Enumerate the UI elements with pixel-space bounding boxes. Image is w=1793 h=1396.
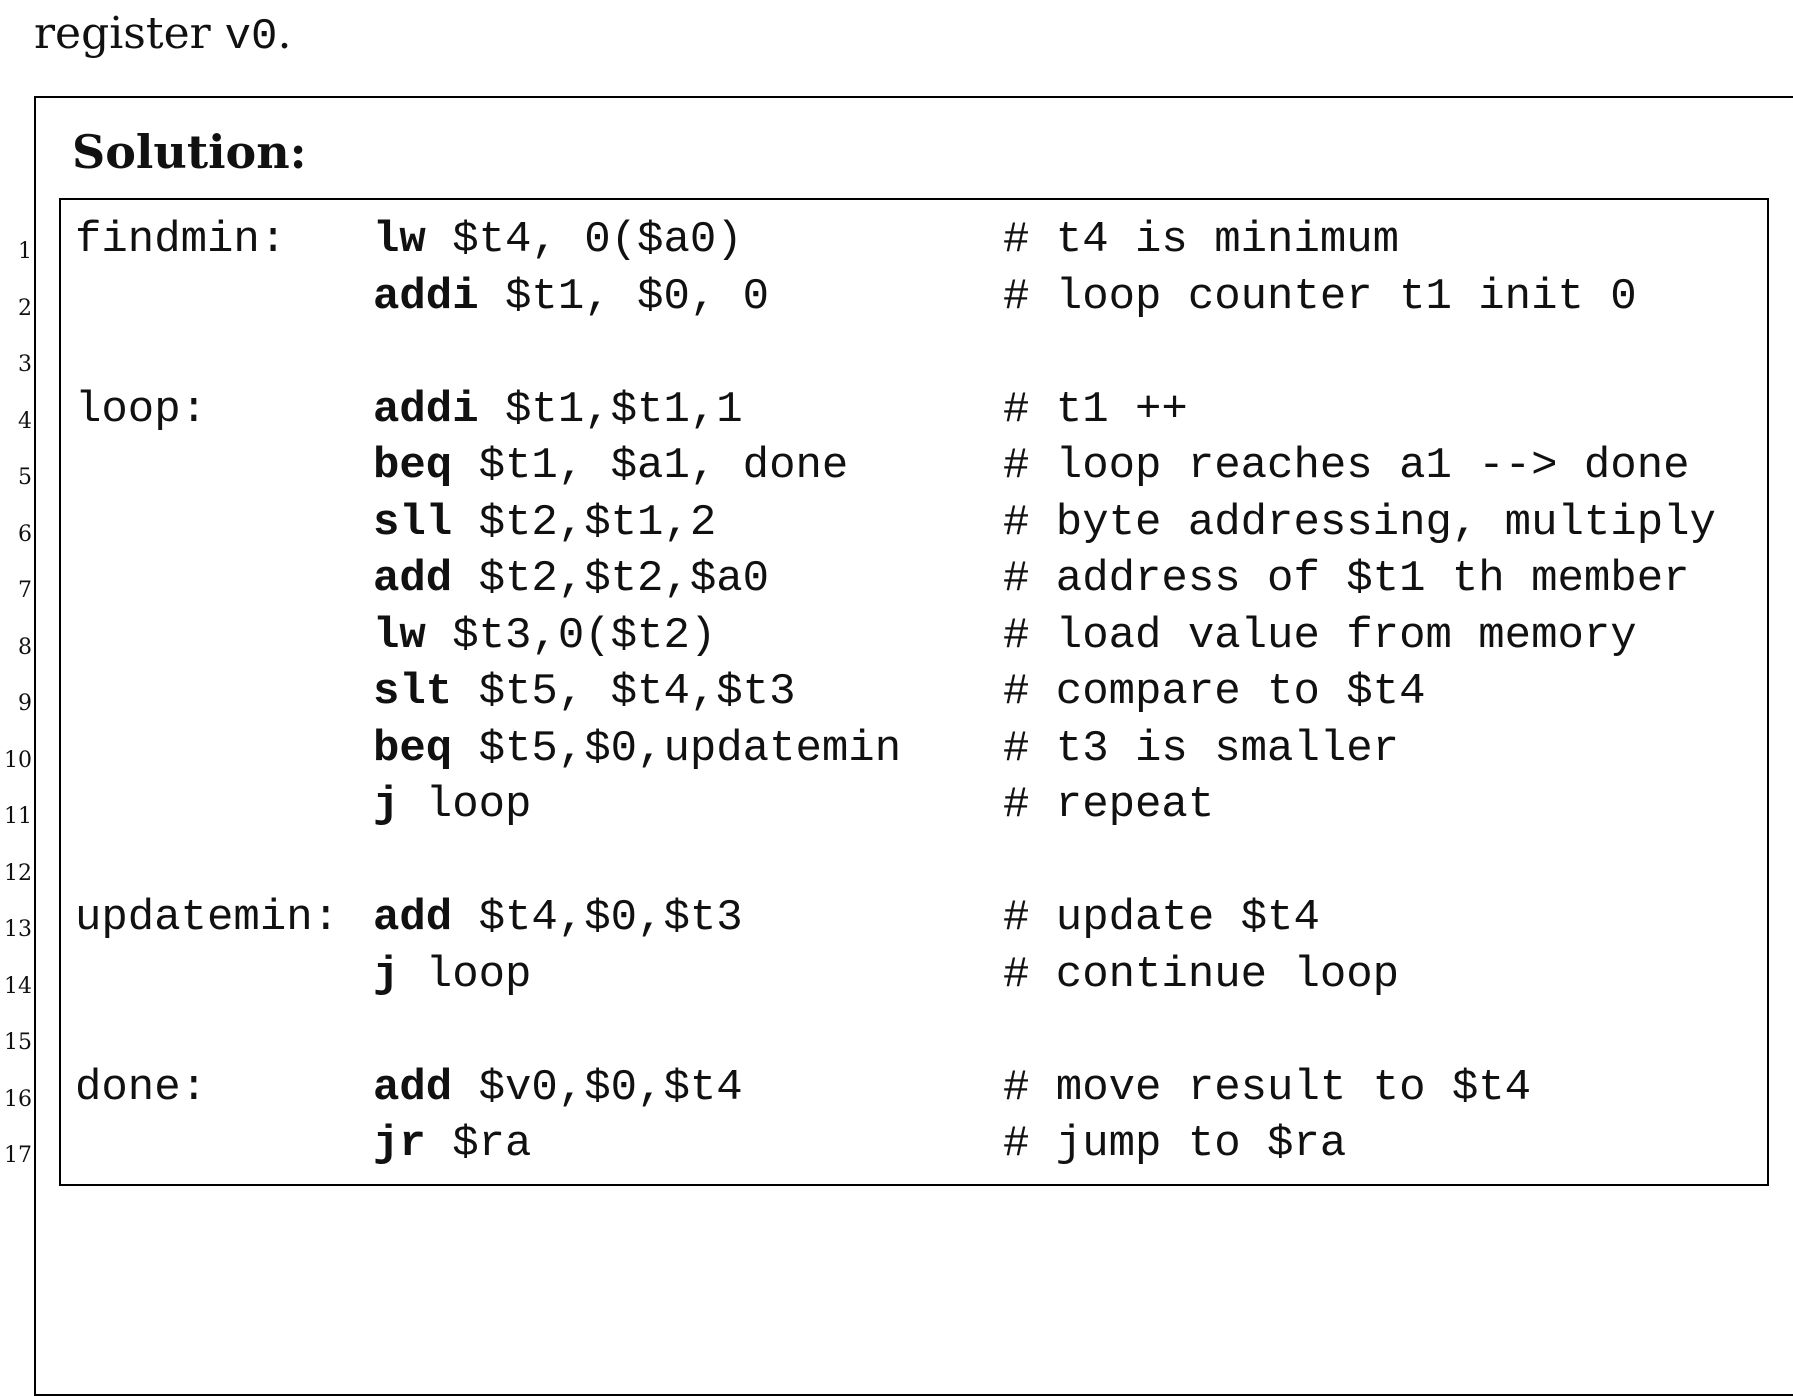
code-instruction: j loop	[373, 947, 531, 1004]
code-instruction: lw $t4, 0($a0)	[373, 212, 743, 269]
code-opcode: add	[373, 554, 453, 604]
code-comment: # address of $t1 th member	[1003, 554, 1690, 604]
code-instruction: addi $t1, $0, 0	[373, 269, 769, 326]
code-label: done:	[75, 1062, 208, 1113]
code-operands: $ra	[425, 1119, 532, 1169]
code-opcode: j	[373, 949, 400, 1000]
code-comment: # loop counter t1 init 0	[1003, 271, 1637, 322]
code-comment: # update $t4	[1003, 893, 1320, 943]
code-operands: $t1, $0, 0	[478, 271, 770, 322]
code-operands: $t1,$t1,1	[478, 384, 743, 435]
code-operands: $t4, 0($a0)	[425, 215, 743, 265]
code-label: updatemin:	[75, 893, 340, 943]
code-instruction: beq $t1, $a1, done	[373, 438, 848, 495]
line-number: 11	[4, 804, 32, 829]
line-number: 5	[18, 465, 32, 490]
line-number: 4	[18, 408, 32, 434]
code-opcode: slt	[373, 667, 453, 717]
code-comment: # load value from memory	[1003, 610, 1637, 661]
code-opcode: beq	[373, 723, 453, 774]
code-label: loop:	[75, 384, 208, 435]
line-number: 14	[4, 973, 32, 999]
line-number: 13	[4, 917, 32, 942]
line-number: 9	[18, 691, 32, 716]
code-comment: # continue loop	[1003, 949, 1400, 1000]
intro-prefix: register	[34, 8, 225, 59]
code-instruction: add $t4,$0,$t3	[373, 890, 743, 947]
code-instruction: add $t2,$t2,$a0	[373, 551, 769, 608]
intro-suffix: .	[277, 8, 292, 59]
code-operands: $t5, $t4,$t3	[452, 667, 796, 717]
line-number: 17	[4, 1143, 32, 1168]
code-comment: # compare to $t4	[1003, 667, 1426, 717]
code-opcode: add	[373, 893, 453, 943]
code-instruction: sll $t2,$t1,2	[373, 495, 716, 552]
line-number: 8	[18, 634, 32, 660]
line-number: 15	[4, 1030, 32, 1055]
code-instruction: beq $t5,$0,updatemin	[373, 721, 901, 778]
code-comment: # byte addressing, multiply	[1003, 497, 1716, 548]
code-comment: # move result to $t4	[1003, 1062, 1532, 1113]
code-comment: # repeat	[1003, 780, 1215, 830]
intro-text: register v0.	[34, 4, 291, 67]
code-opcode: addi	[373, 384, 479, 435]
code-instruction: jr $ra	[373, 1116, 531, 1173]
code-operands: $v0,$0,$t4	[452, 1062, 743, 1113]
code-operands: $t2,$t1,2	[452, 497, 717, 548]
code-operands: $t2,$t2,$a0	[452, 554, 770, 604]
code-operands: $t4,$0,$t3	[452, 893, 743, 943]
code-opcode: sll	[373, 497, 453, 548]
code-instruction: lw $t3,0($t2)	[373, 608, 716, 665]
line-number: 6	[18, 521, 32, 547]
code-comment: # t4 is minimum	[1003, 215, 1400, 265]
line-number: 1	[18, 239, 32, 264]
solution-title: Solution:	[72, 125, 307, 179]
code-opcode: lw	[373, 610, 426, 661]
code-operands: $t5,$0,updatemin	[452, 723, 902, 774]
code-comment: # loop reaches a1 --> done	[1003, 441, 1690, 491]
code-instruction: add $v0,$0,$t4	[373, 1060, 743, 1117]
code-opcode: lw	[373, 215, 426, 265]
code-instruction: slt $t5, $t4,$t3	[373, 664, 795, 721]
line-number: 7	[18, 578, 32, 603]
code-operands: loop	[399, 780, 532, 830]
code-comment: # jump to $ra	[1003, 1119, 1347, 1169]
code-instruction: addi $t1,$t1,1	[373, 382, 743, 439]
code-comment: # t1 ++	[1003, 384, 1188, 435]
code-label: findmin:	[75, 215, 287, 265]
line-number: 2	[18, 295, 32, 321]
code-opcode: jr	[373, 1119, 426, 1169]
code-comment: # t3 is smaller	[1003, 723, 1400, 774]
code-listing-box	[59, 198, 1769, 1186]
line-number: 3	[18, 352, 32, 377]
code-operands: $t1, $a1, done	[452, 441, 849, 491]
code-instruction: j loop	[373, 777, 531, 834]
line-number: 10	[4, 747, 32, 773]
intro-register: v0	[224, 12, 278, 62]
code-opcode: add	[373, 1062, 453, 1113]
code-opcode: beq	[373, 441, 453, 491]
code-operands: $t3,0($t2)	[425, 610, 717, 661]
code-operands: loop	[399, 949, 532, 1000]
line-number: 16	[4, 1086, 32, 1112]
code-opcode: j	[373, 780, 400, 830]
code-opcode: addi	[373, 271, 479, 322]
line-number: 12	[4, 860, 32, 886]
